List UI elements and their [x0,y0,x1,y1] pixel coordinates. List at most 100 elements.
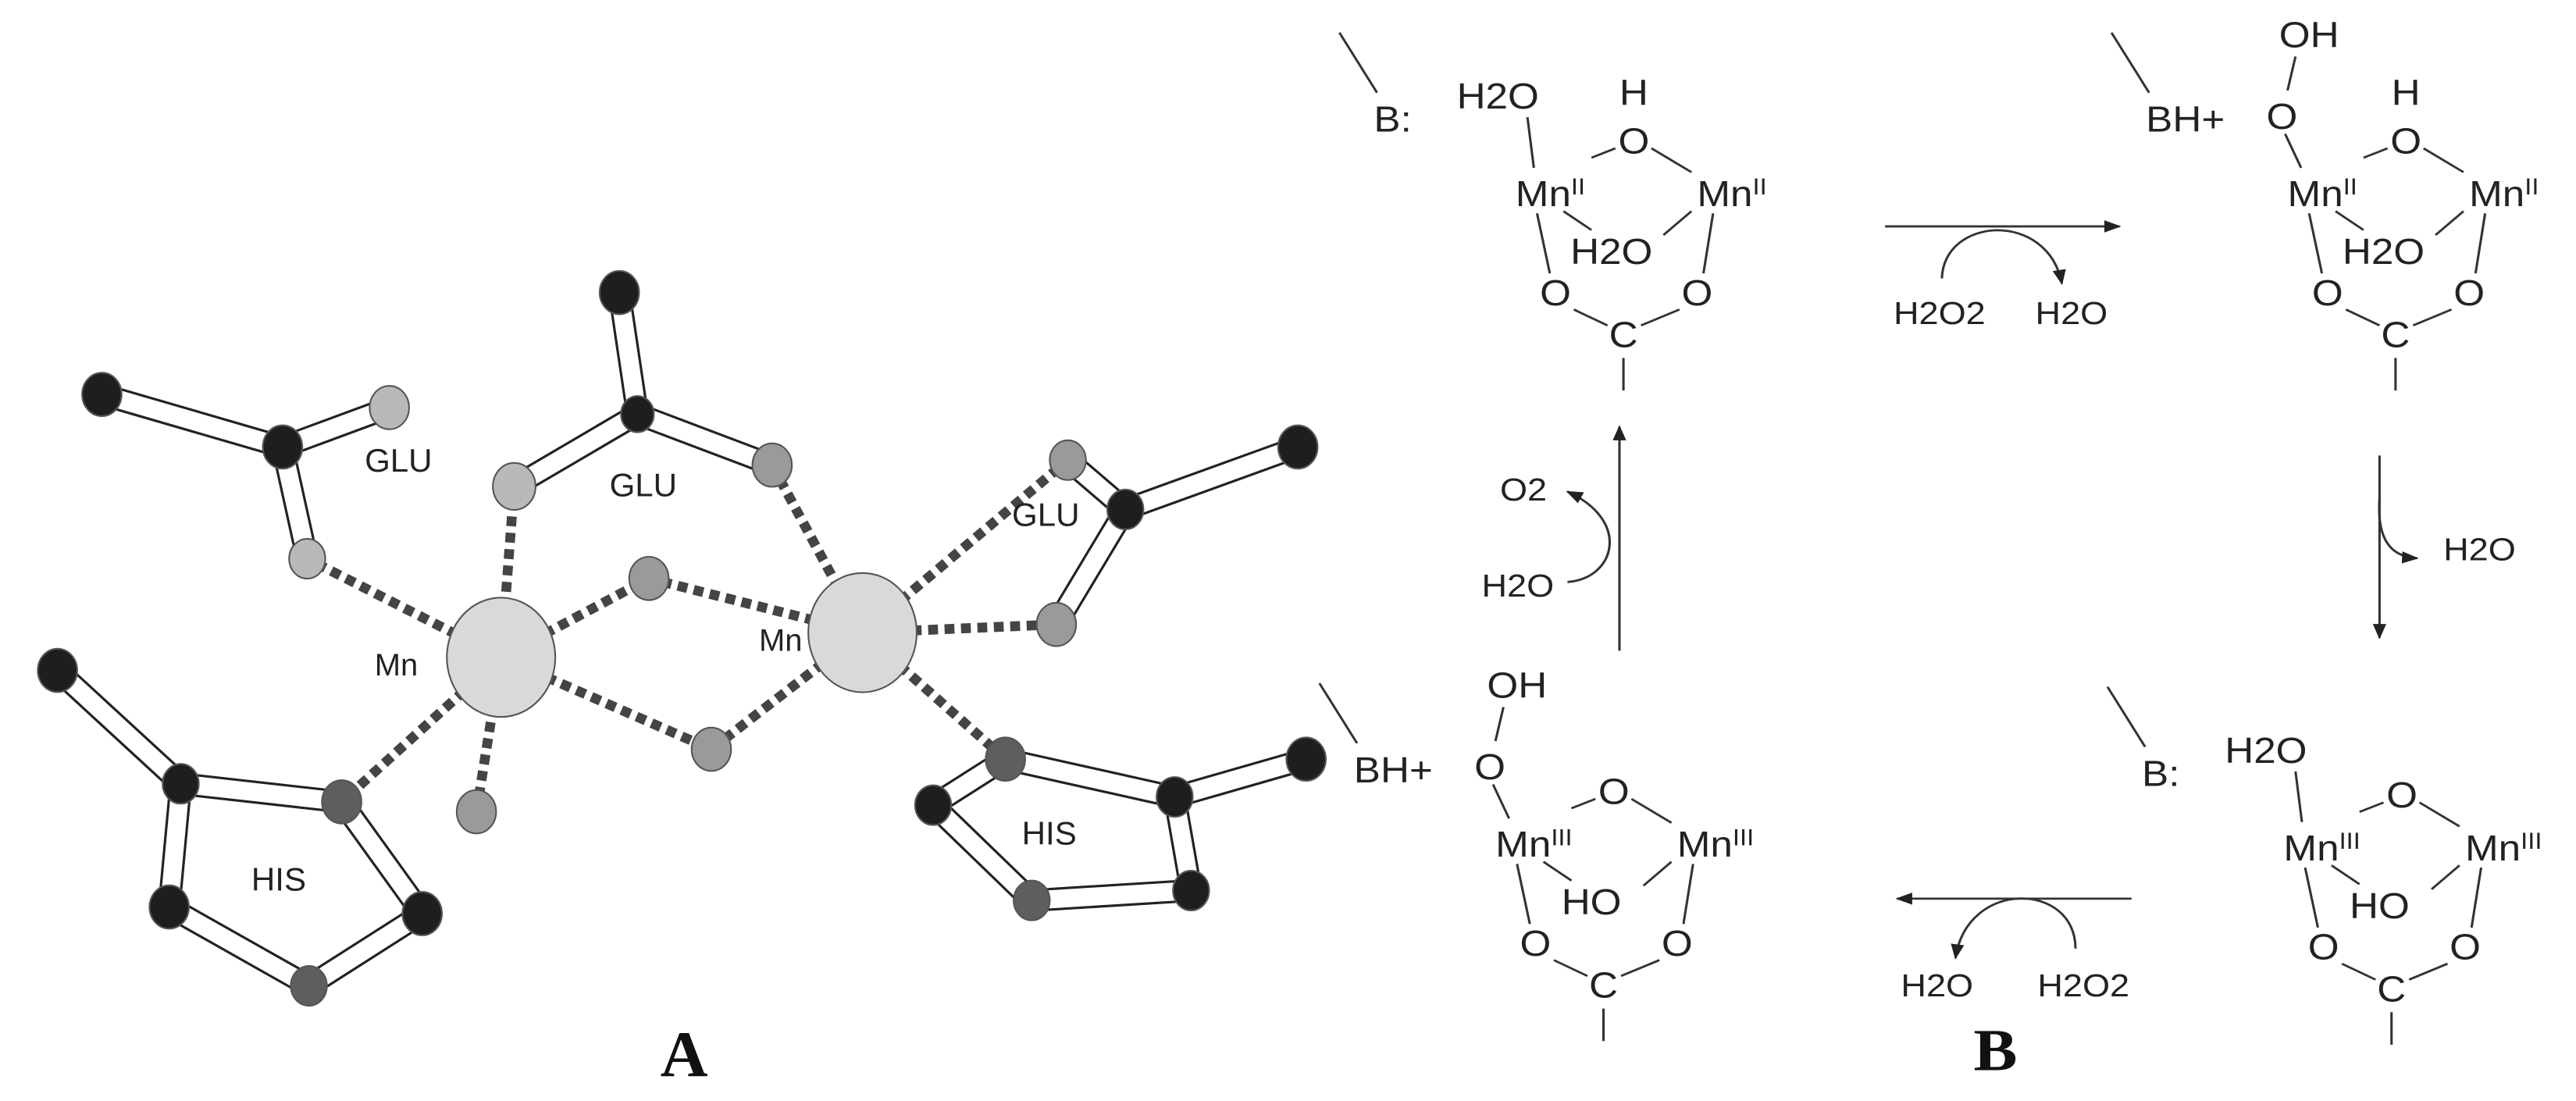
bond-line [2335,210,2364,231]
carboxylate-oxygen: O [1540,273,1571,313]
carboxylate-carbon: C [1589,966,1618,1006]
bond-line [2430,864,2460,890]
product-h2o: H2O [1901,968,1973,1004]
carboxylate-carbon: C [2381,315,2410,355]
bond-line [2359,801,2385,814]
product-o2: O2 [1500,472,1547,508]
panel-label-b: B [1974,1018,2018,1083]
covalent-bonds [49,290,1309,996]
bridge-hydrogen: H [1619,73,1648,113]
bond [1031,878,1192,912]
base-label: BH+ [2146,100,2225,140]
oxygen-atom [1049,439,1087,481]
bond-line [2345,308,2381,326]
bond [925,796,1040,909]
curved-arrow [2378,498,2419,564]
bond-line [1620,959,1660,978]
manganese-left: MnII [1516,174,1585,215]
oxygen-atom [751,442,793,488]
carbon-atom [262,424,304,470]
atoms [37,269,1327,1007]
nitrogen-atom [1013,879,1051,921]
manganese-left: MnII [2288,174,2357,215]
carboxylate-oxygen: O [1681,273,1712,313]
carboxylate-oxygen: O [2453,273,2485,313]
bond [302,903,429,996]
bond-line [1630,797,1673,824]
coordination-bonds [305,456,1071,813]
carbon-atom [148,884,191,930]
oxygen-atom [1035,601,1078,647]
panel-label-a: A [661,1018,708,1091]
hydroperoxide-o: O [1474,747,1505,787]
carboxylate-oxygen: O [2312,273,2343,313]
step-arrow-left: O2 H2O [1482,425,1626,651]
oxidation-state: II [2343,174,2357,200]
bond-line [2286,56,2297,91]
carboxylate-oxygen: O [2308,928,2339,967]
curved-arrow [1566,490,1611,583]
bond-line [1641,308,1680,327]
bond-line [1573,308,1609,326]
base-label: BH+ [1354,750,1433,790]
oxygen-atom [369,385,410,430]
oxidation-state: III [2339,828,2360,853]
bond-line [2341,962,2376,981]
bond-line [2418,801,2460,828]
oxidation-state: II [2524,174,2539,200]
bond [179,772,344,814]
nitrogen-atom [321,779,362,825]
bond-line [1651,147,1693,173]
bond [633,403,777,476]
carboxylate-oxygen: O [1662,924,1693,964]
carboxylate-oxygen: O [1520,924,1551,964]
curved-arrow [1951,897,2077,960]
product-h2o: H2O [2443,533,2516,568]
manganese-right: MnIII [1677,825,1754,865]
residue-label-glu-1: GLU [365,442,433,479]
bridge-bottom-ligand: H2O [1570,232,1652,272]
bond-line [2303,867,2319,928]
base-label: B: [2142,754,2179,794]
metal-symbol: Mn [1677,825,1733,864]
bond [1121,436,1302,521]
bond-line [1562,210,1593,231]
bond-line [1591,147,1616,159]
step-arrow-right: H2O [2372,455,2516,640]
reagent-h2o2: H2O2 [2037,968,2129,1004]
bond-line [1642,860,1673,887]
step-arrow-top: H2O2 H2O [1885,220,2122,332]
bond-line [2422,147,2464,173]
manganese-left: MnIII [2283,828,2360,868]
step-arrow-bottom: H2O H2O2 [1895,893,2132,1004]
base-label: B: [1374,100,1411,140]
reagent-h2o: H2O [1482,568,1555,604]
carboxylate-carbon: C [1609,315,1638,355]
metal-symbol: Mn [2469,174,2524,214]
hydroperoxide-oh: OH [1487,666,1547,706]
terminal-water: H2O [1457,77,1539,116]
oxidation-state: II [1571,174,1585,200]
bond-line [2363,147,2389,159]
bond [1003,747,1178,808]
bond-line [2474,213,2487,274]
bond [332,795,432,921]
metal-label-mn-2: Mn [759,623,803,657]
oxygen-atom [628,555,670,601]
metal-symbol: Mn [2288,174,2343,214]
panel-a-active-site: GLU GLU GLU HIS HIS Mn Mn A [37,269,1327,1091]
bond-line [1553,959,1588,978]
carbon-atom [914,784,953,826]
residue-label-glu-3: GLU [1012,496,1079,533]
curved-arrow [1940,229,2066,285]
nitrogen-atom [985,736,1026,782]
bond-line [1516,864,1531,925]
bond-line [1318,682,1359,744]
reagent-h2o2: H2O2 [1894,296,1986,332]
